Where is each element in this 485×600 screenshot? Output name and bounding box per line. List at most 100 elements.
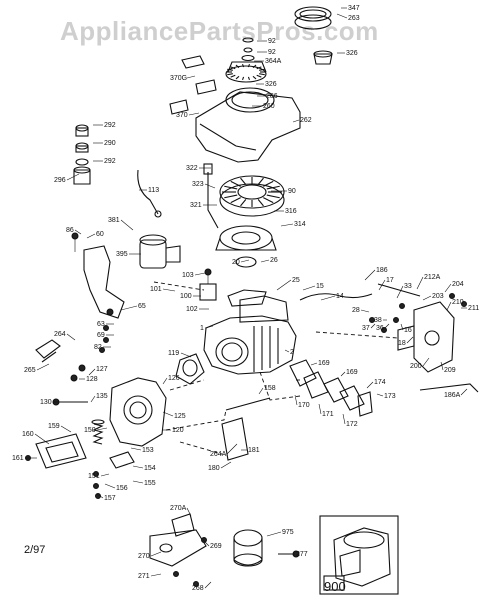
- part-label-173: 173: [384, 393, 396, 400]
- leader-line: [34, 433, 50, 445]
- inset-number-label: 900: [324, 579, 346, 594]
- leader-line: [86, 233, 96, 239]
- part-label-82: 82: [94, 344, 102, 351]
- part-label-63: 63: [97, 321, 105, 328]
- leader-line: [188, 112, 200, 116]
- leader-line: [162, 377, 168, 385]
- choke-rod: [377, 283, 421, 297]
- wire-lead-113: [137, 169, 162, 218]
- leader-line: [384, 323, 390, 329]
- cup-cap: [313, 50, 333, 65]
- leader-line: [74, 229, 82, 235]
- dipstick-screws: [173, 537, 207, 587]
- part-label-186a: 186A: [444, 392, 461, 399]
- leader-line: [150, 573, 162, 577]
- leader-line: [366, 381, 374, 389]
- muffler: [233, 529, 263, 567]
- carburetor: [397, 301, 455, 373]
- air-cleaner-gaskets: [289, 359, 373, 417]
- part-label-181: 181: [248, 447, 260, 454]
- leader-line: [406, 336, 414, 344]
- part-label-33: 33: [404, 283, 412, 290]
- leader-line: [400, 323, 404, 331]
- part-label-210: 210: [452, 299, 464, 306]
- leader-line: [422, 295, 432, 301]
- leader-line: [460, 388, 468, 396]
- starter-motor: [139, 234, 181, 269]
- part-label-186: 186: [376, 267, 388, 274]
- leader-line: [266, 531, 282, 537]
- part-label-17: 17: [386, 277, 394, 284]
- leader-line: [378, 279, 386, 291]
- leader-line: [292, 119, 300, 123]
- leader-line: [444, 283, 452, 293]
- leader-line: [370, 323, 376, 329]
- leader-line: [120, 219, 134, 231]
- part-label-14: 14: [336, 293, 344, 300]
- part-label-323: 323: [192, 181, 204, 188]
- part-label-127: 127: [96, 366, 108, 373]
- screen-ring: [294, 6, 332, 30]
- part-label-381: 381: [108, 217, 120, 224]
- part-label-25: 25: [292, 277, 300, 284]
- part-label-86: 86: [66, 227, 74, 234]
- leader-line: [130, 447, 142, 451]
- part-label-100: 100: [180, 293, 192, 300]
- part-label-20: 20: [232, 259, 240, 266]
- leader-line: [104, 483, 116, 489]
- leader-line: [180, 352, 192, 358]
- part-label-1: 1: [200, 325, 204, 332]
- leader-line: [186, 75, 196, 79]
- leader-line: [364, 269, 376, 281]
- leader-line: [36, 363, 50, 371]
- small-fasteners-left: [71, 232, 114, 353]
- part-label-172: 172: [346, 421, 358, 428]
- part-label-321: 321: [190, 202, 202, 209]
- leader-line: [88, 368, 96, 376]
- leader-line: [132, 465, 144, 469]
- part-label-171: 171: [322, 411, 334, 418]
- leader-line: [66, 173, 80, 181]
- part-label-209: 209: [444, 367, 456, 374]
- part-label-292: 292: [104, 158, 116, 165]
- leader-line: [202, 539, 210, 547]
- part-label-103: 103: [182, 272, 194, 279]
- part-label-160: 160: [22, 431, 34, 438]
- part-label-364a: 364A: [265, 58, 282, 65]
- part-label-155: 155: [144, 480, 156, 487]
- part-label-174: 174: [374, 379, 386, 386]
- leader-line: [226, 443, 238, 455]
- part-label-262: 262: [300, 117, 312, 124]
- part-label-211: 211: [468, 305, 479, 312]
- leader-line: [260, 259, 270, 263]
- leader-line: [440, 361, 444, 371]
- part-label-290: 290: [104, 140, 116, 147]
- valve-spring: [91, 419, 105, 445]
- leader-line: [240, 259, 250, 263]
- air-baffle-264A: [221, 417, 249, 461]
- flywheel: [219, 175, 285, 217]
- part-label-120: 120: [172, 427, 184, 434]
- part-label-265: 265: [24, 367, 36, 374]
- part-label-37: 37: [362, 325, 370, 332]
- governor-parts-stack: [73, 124, 91, 185]
- part-label-157: 157: [104, 495, 116, 502]
- part-label-370: 370: [176, 112, 188, 119]
- oil-fill-tube: [149, 513, 207, 567]
- engine-assembly-inset: 900: [319, 515, 399, 595]
- part-label-271: 271: [138, 573, 150, 580]
- part-label-169: 169: [318, 360, 330, 367]
- leader-line: [66, 333, 76, 341]
- part-label-326: 326: [346, 50, 358, 57]
- part-label-158: 158: [264, 385, 276, 392]
- revision-date: 2/97: [24, 544, 45, 556]
- head-bolts: [52, 364, 88, 406]
- leader-line: [120, 305, 138, 311]
- part-label-16: 16: [404, 327, 412, 334]
- leader-line: [360, 309, 370, 313]
- part-label-65: 65: [138, 303, 146, 310]
- part-label-161: 161: [12, 455, 24, 462]
- rocker-parts: [93, 451, 135, 499]
